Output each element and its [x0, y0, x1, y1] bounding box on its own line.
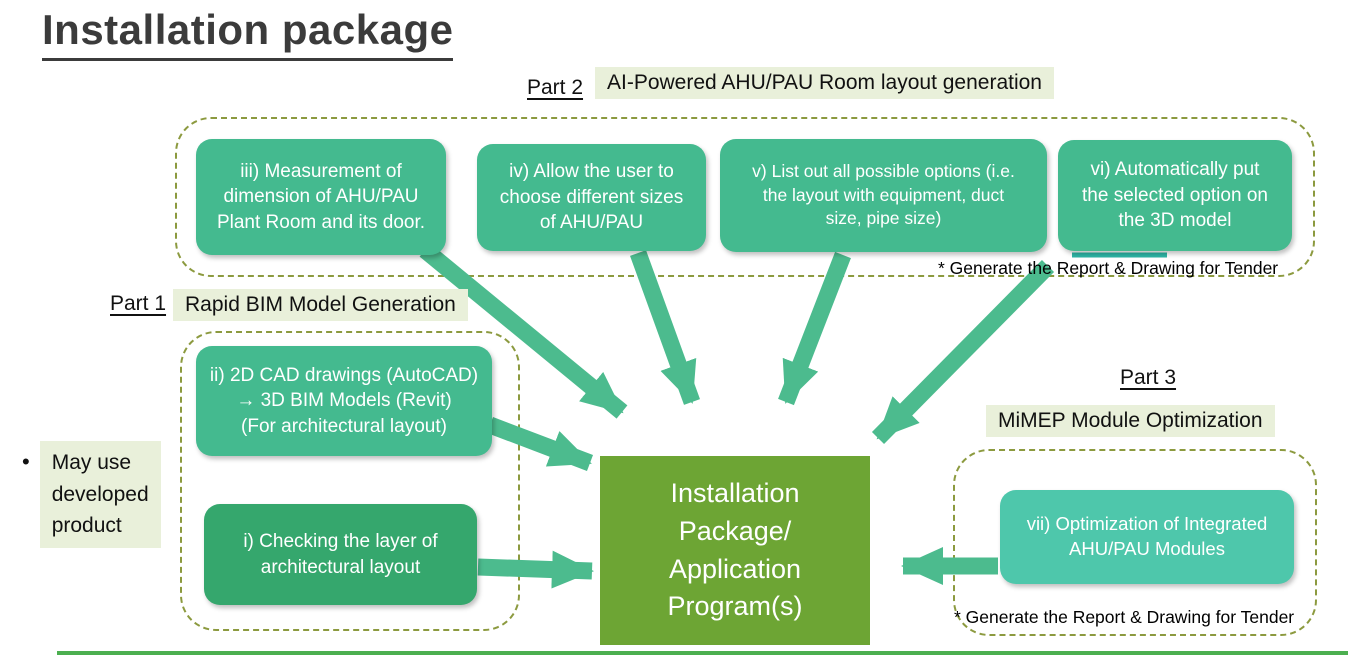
step-i-box: i) Checking the layer of architectural l… [204, 504, 477, 605]
central-program-box: Installation Package/ Application Progra… [600, 456, 870, 645]
bullet-marker: • [22, 449, 30, 474]
part2-label: Part 2 [527, 76, 584, 99]
part1-heading: Rapid BIM Model Generation [173, 289, 468, 321]
step-vii-box: vii) Optimization of Integrated AHU/PAU … [1000, 490, 1294, 584]
step-iv-box: iv) Allow the user to choose different s… [477, 144, 706, 251]
step-ii-box: ii) 2D CAD drawings (AutoCAD) → 3D BIM M… [196, 346, 492, 456]
page-title: Installation package [42, 6, 454, 61]
part1-label: Part 1 [110, 292, 167, 315]
part2-heading: AI-Powered AHU/PAU Room layout generatio… [595, 67, 1054, 99]
part3-group-outline [953, 449, 1317, 636]
part2-group-outline [175, 117, 1315, 277]
arrow-step-v-to-central [778, 251, 851, 406]
bottom-accent-line [57, 651, 1348, 655]
part2-tender-note: * Generate the Report & Drawing for Tend… [938, 258, 1279, 278]
step-v-box: v) List out all possible options (i.e. t… [720, 139, 1047, 252]
part3-label: Part 3 [1120, 366, 1177, 389]
part3-tender-note: * Generate the Report & Drawing for Tend… [954, 607, 1295, 627]
part1-group-outline [180, 331, 520, 631]
may-use-note: • May use developed product [22, 441, 161, 548]
may-use-note-text: May use developed product [39, 441, 161, 548]
step-vi-box: vi) Automatically put the selected optio… [1058, 140, 1292, 251]
part3-heading: MiMEP Module Optimization [986, 405, 1275, 437]
step-iii-box: iii) Measurement of dimension of AHU/PAU… [196, 139, 446, 255]
